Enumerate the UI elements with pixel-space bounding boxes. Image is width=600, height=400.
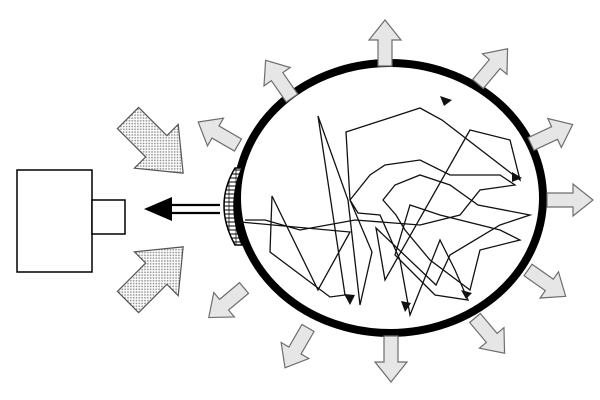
incoming-light-arrow <box>116 246 184 314</box>
detector-lens <box>91 199 126 235</box>
outgoing-light-arrow <box>263 59 299 103</box>
outgoing-light-arrow <box>280 323 315 369</box>
outgoing-light-arrow <box>546 182 594 218</box>
output-beam-arrowhead <box>144 197 172 221</box>
outgoing-light-arrow <box>373 335 409 383</box>
outgoing-light-arrows <box>197 19 594 383</box>
incoming-light-arrow <box>116 106 184 174</box>
outgoing-light-arrow <box>367 19 403 67</box>
path-arrowhead <box>461 290 472 299</box>
path-arrowhead <box>401 301 411 312</box>
path-arrowhead <box>440 96 452 106</box>
outgoing-light-arrow <box>208 281 250 319</box>
integrating-sphere <box>233 59 547 337</box>
outgoing-light-arrow <box>197 117 243 152</box>
outgoing-light-arrow <box>527 117 574 152</box>
outgoing-light-arrow <box>468 312 506 354</box>
incoming-light-arrows <box>116 106 184 314</box>
path-arrowhead <box>344 294 355 305</box>
outgoing-light-arrow <box>471 48 509 90</box>
outgoing-light-arrow <box>523 263 567 299</box>
path-arrowhead <box>512 172 522 182</box>
scattered-light-path <box>239 107 533 318</box>
output-beam <box>144 197 220 221</box>
detector-box <box>16 169 93 273</box>
